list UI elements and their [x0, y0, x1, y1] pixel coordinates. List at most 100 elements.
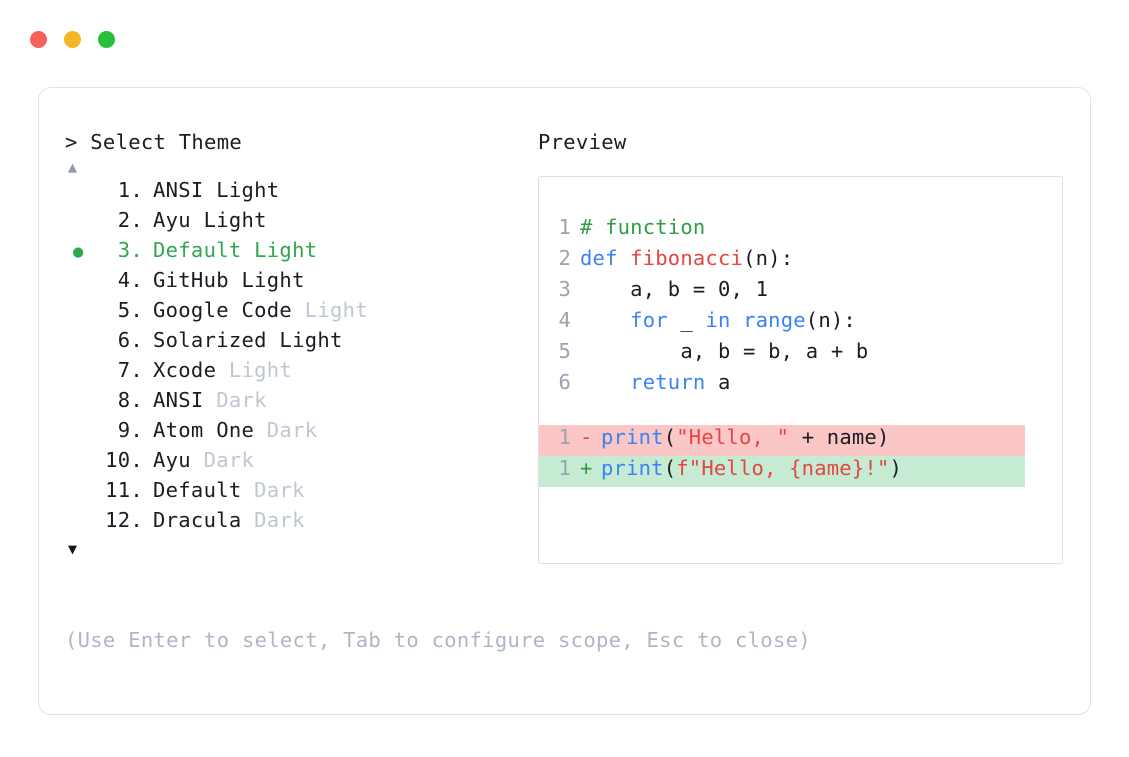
diff-removed-line: 1-print("Hello, " + name) — [539, 425, 1025, 456]
scroll-down-arrow[interactable]: ▼ — [68, 540, 78, 558]
code-token: # function — [580, 215, 706, 239]
code-token: range — [743, 308, 806, 332]
theme-item-mode: Light — [203, 208, 267, 232]
theme-item-name: Dracula — [153, 508, 255, 532]
theme-item-number: 12. — [105, 508, 143, 532]
theme-list-item[interactable]: 12. Dracula Dark — [65, 508, 535, 538]
code-line: 3 a, b = 0, 1 — [539, 277, 1062, 308]
theme-item-mode: Dark — [203, 448, 255, 472]
code-token: + name) — [789, 425, 890, 449]
code-token: a, b = 0, 1 — [580, 277, 769, 301]
code-line-number: 2 — [558, 246, 571, 270]
code-token: a, b = b, a + b — [580, 339, 869, 363]
theme-item-number: 9. — [117, 418, 143, 442]
theme-item-number: 1. — [117, 178, 143, 202]
theme-item-number: 5. — [117, 298, 143, 322]
theme-list-item[interactable]: 4. GitHub Light — [65, 268, 535, 298]
theme-item-mode: Light — [228, 358, 293, 382]
code-preview-box: 1 # function 2 def fibonacci(n): 3 a, b = 0,… — [538, 176, 1063, 564]
maximize-button[interactable] — [98, 30, 115, 48]
theme-list-item[interactable]: 10. Ayu Dark — [65, 448, 535, 478]
code-token: fibonacci — [630, 246, 744, 270]
code-token: return — [630, 370, 718, 394]
theme-item-mode: Dark — [254, 508, 305, 532]
code-line-number: 6 — [558, 370, 571, 394]
code-token: a — [717, 370, 731, 394]
code-line: 1 # function — [539, 215, 1062, 246]
theme-item-mode: Light — [304, 298, 368, 322]
code-token: (n): — [743, 246, 794, 270]
code-line-number: 4 — [558, 308, 571, 332]
theme-item-name: ANSI — [153, 388, 217, 412]
diff-sign: + — [580, 456, 593, 480]
theme-list-item[interactable]: 9.Atom One Dark — [65, 418, 535, 448]
code-token: f"Hello, {name}!" — [676, 456, 890, 480]
diff-added-line: 1 + print(f"Hello, {name}!") — [539, 456, 1025, 487]
code-token — [580, 308, 630, 332]
theme-list-item[interactable]: 1. ANSI Light — [65, 178, 535, 208]
code-token: ) — [889, 456, 903, 480]
theme-item-name: Atom One — [153, 418, 267, 442]
code-line-number: 5 — [558, 339, 571, 363]
code-token: ( — [663, 456, 677, 480]
window-titlebar — [0, 0, 1129, 78]
code-token: in — [705, 308, 744, 332]
code-token: "Hello, " — [676, 425, 790, 449]
close-button[interactable] — [30, 30, 47, 48]
theme-item-number: 10. — [105, 448, 143, 472]
theme-item-name: Default — [153, 238, 255, 262]
theme-item-name: Google Code — [153, 298, 305, 322]
theme-item-name: ANSI — [153, 178, 217, 202]
theme-item-number: 3. — [117, 238, 143, 262]
selected-bullet-icon: ● — [73, 242, 84, 262]
theme-item-name: Ayu — [153, 208, 204, 232]
theme-list-item[interactable]: 2.Ayu Light — [65, 208, 535, 238]
theme-item-number: 6. — [117, 328, 143, 352]
theme-item-name: Solarized — [153, 328, 280, 352]
code-token: def — [580, 246, 631, 270]
diff-block: 1-print("Hello, " + name)1+print(f"Hello… — [539, 425, 1062, 487]
theme-item-number: 4. — [117, 268, 143, 292]
theme-item-mode: Dark — [216, 388, 267, 412]
minimize-button[interactable] — [64, 30, 81, 48]
theme-item-mode: Light — [279, 328, 343, 352]
code-line: 4 for _ in range(n): — [539, 308, 1062, 339]
theme-item-number: 8. — [117, 388, 143, 412]
code-diff-spacer — [539, 401, 1062, 425]
scroll-up-arrow[interactable]: ▲ — [68, 158, 78, 176]
code-block: 1 # function 2 def fibonacci(n): 3 a, b = 0,… — [539, 215, 1062, 401]
theme-list-item[interactable]: 8. ANSI Dark — [65, 388, 535, 418]
code-line-number: 3 — [558, 277, 571, 301]
theme-item-name: GitHub — [153, 268, 242, 292]
code-line: 2 def fibonacci(n): — [539, 246, 1062, 277]
window-controls — [30, 30, 115, 48]
theme-item-number: 11. — [105, 478, 143, 502]
theme-list-item[interactable]: 11. Default Dark — [65, 478, 535, 508]
theme-item-mode: Dark — [254, 478, 305, 502]
theme-list-item[interactable]: ● 3. Default Light — [65, 238, 535, 268]
code-line-number: 1 — [558, 215, 571, 239]
diff-line-number: 1 — [558, 456, 571, 480]
code-line: 6 return a — [539, 370, 1062, 401]
theme-list-item[interactable]: 5. Google Code Light — [65, 298, 535, 328]
code-token: _ — [680, 308, 706, 332]
select-theme-prompt: > Select Theme — [65, 130, 242, 154]
code-token: for — [630, 308, 681, 332]
diff-line-number: 1 — [558, 425, 571, 449]
theme-item-mode: Light — [241, 268, 305, 292]
code-token — [580, 370, 630, 394]
theme-item-name: Xcode — [153, 358, 229, 382]
theme-list-item[interactable]: 7.Xcode Light — [65, 358, 535, 388]
code-token: print — [601, 456, 664, 480]
keyboard-hint: (Use Enter to select, Tab to configure s… — [65, 628, 811, 652]
code-token: print — [601, 425, 664, 449]
theme-item-name: Default — [153, 478, 255, 502]
theme-item-name: Ayu — [153, 448, 204, 472]
theme-item-mode: Light — [254, 238, 318, 262]
theme-item-mode: Light — [216, 178, 280, 202]
theme-list-item[interactable]: 6. Solarized Light — [65, 328, 535, 358]
